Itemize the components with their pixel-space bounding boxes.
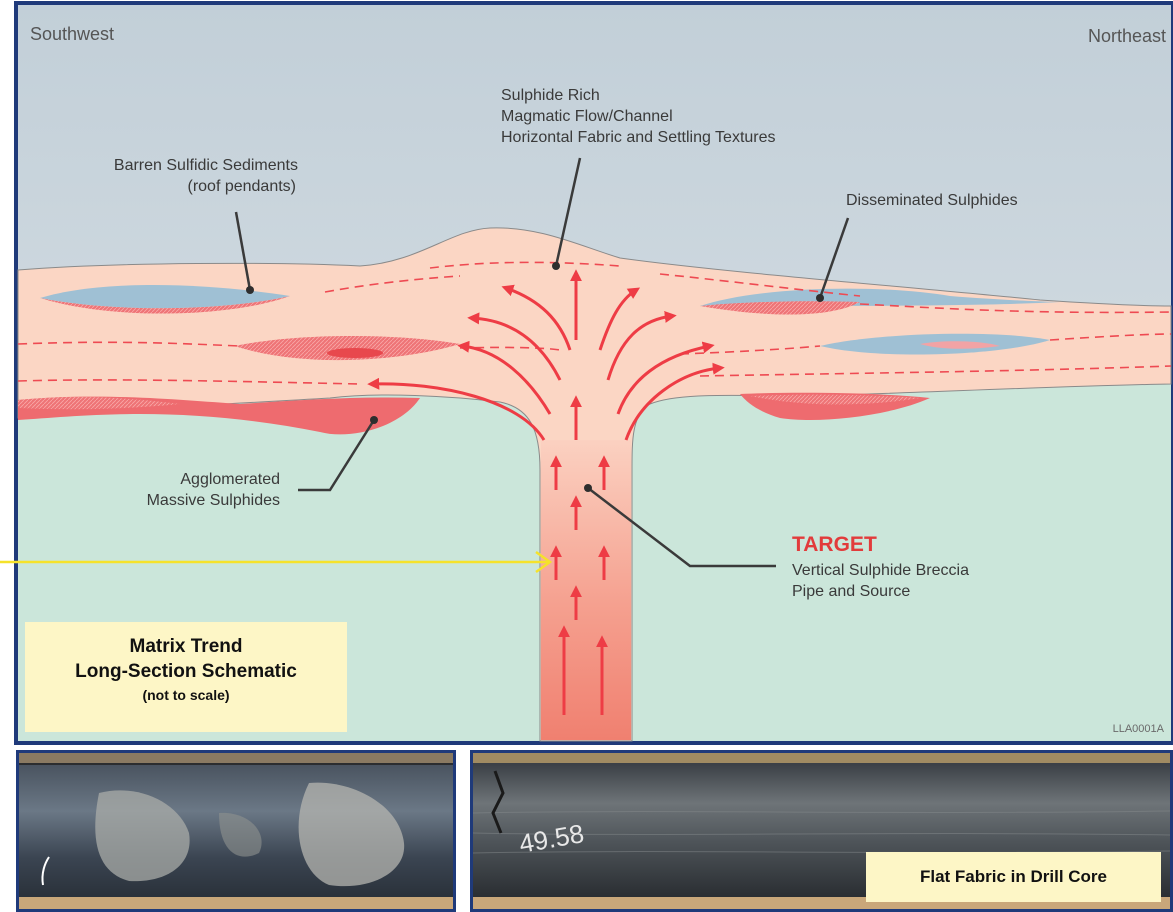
label-rich-line3: Horizontal Fabric and Settling Textures [501, 129, 776, 146]
label-target-title: TARGET [792, 533, 877, 556]
direction-northeast: Northeast [1088, 26, 1166, 46]
label-rich-line1: Sulphide Rich [501, 87, 600, 104]
label-agglomerated-line2: Massive Sulphides [147, 492, 280, 509]
drill-core-photo-left [16, 750, 456, 912]
caption-line2: Long-Section Schematic [25, 661, 347, 683]
caption-line1: Matrix Trend [25, 636, 347, 658]
label-target-line2: Pipe and Source [792, 583, 910, 600]
label-rich-line2: Magmatic Flow/Channel [501, 108, 673, 125]
direction-southwest: Southwest [30, 24, 114, 44]
label-barren-line2: (roof pendants) [187, 178, 296, 195]
figure-code: LLA0001A [1113, 723, 1165, 735]
photo-caption: Flat Fabric in Drill Core [920, 867, 1107, 886]
schematic-caption-box: Matrix Trend Long-Section Schematic (not… [25, 622, 347, 732]
label-barren-line1: Barren Sulfidic Sediments [114, 157, 298, 174]
label-agglomerated-line1: Agglomerated [180, 471, 280, 488]
label-disseminated: Disseminated Sulphides [846, 192, 1018, 209]
label-target-line1: Vertical Sulphide Breccia [792, 562, 969, 579]
caption-line3: (not to scale) [25, 687, 347, 703]
photo-caption-box: Flat Fabric in Drill Core [866, 852, 1161, 902]
